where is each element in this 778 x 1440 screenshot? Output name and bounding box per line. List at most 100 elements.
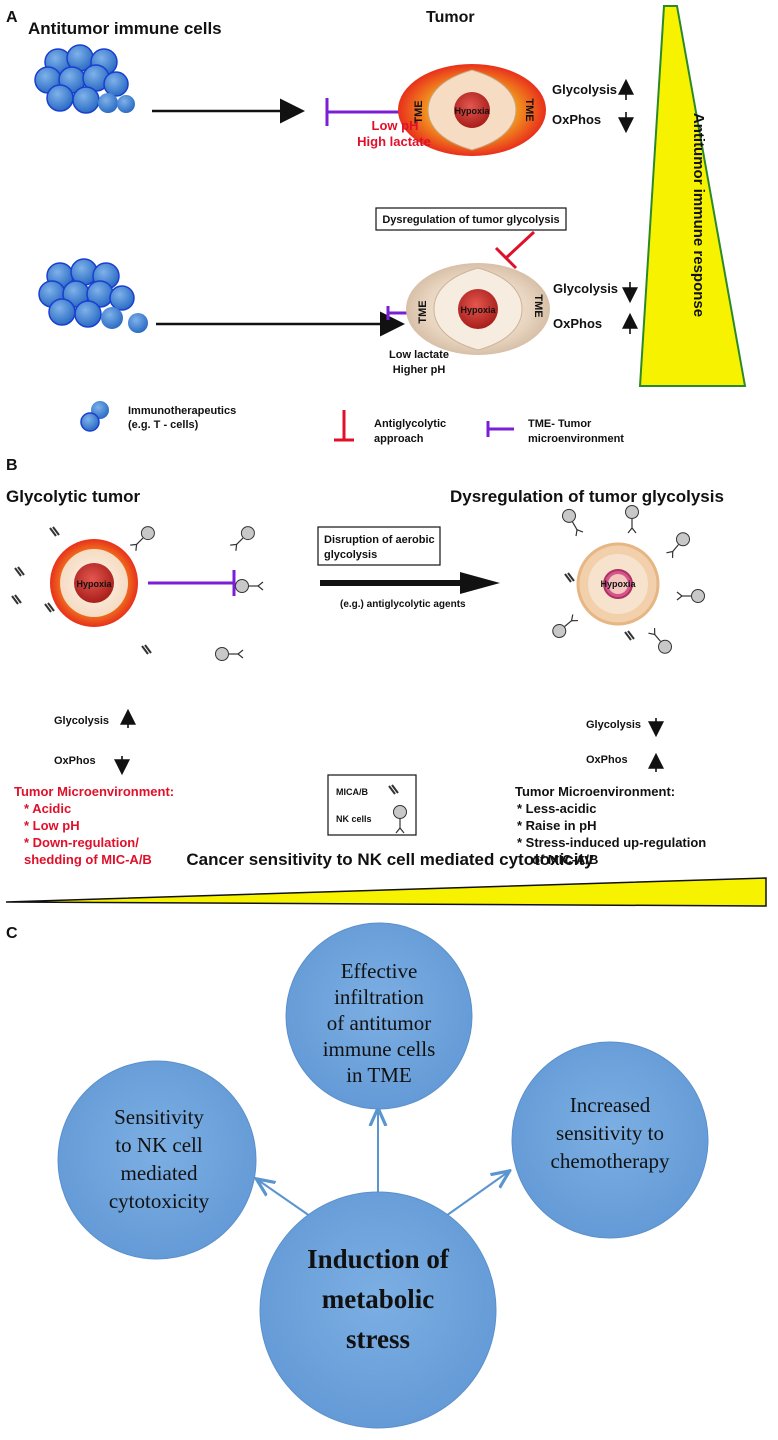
hypoxia-label-b-left: Hypoxia [76,579,112,589]
top-circle-line: immune cells [323,1037,436,1061]
left-tme-item: shedding of MIC-A/B [24,852,152,867]
dysregulation-box-label: Dysregulation of tumor glycolysis [382,214,559,226]
disruption-line1: Disruption of aerobic [324,534,435,546]
top-circle-line: infiltration [334,985,424,1009]
glycolysis-b-left: Glycolysis [54,715,109,727]
left-tme-item: * Acidic [24,801,71,816]
tme-inhibition-bottom [386,306,408,320]
antiglycolytic-agents-label: (e.g.) antiglycolytic agents [340,599,466,610]
right-tme-title: Tumor Microenvironment: [515,784,675,799]
left-circle-line: to NK cell [115,1133,203,1157]
high-lactate-label: High lactate [357,134,431,149]
immunotherapeutics-legend: Immunotherapeutics (e.g. T - cells) [80,401,236,432]
nk-cell [549,611,581,641]
hypoxia-label-b-right: Hypoxia [600,579,636,589]
disruption-line2: glycolysis [324,549,377,561]
disruption-arrow [320,572,500,594]
tme-label-right: TME [523,98,535,121]
sensitivity-wedge [5,877,767,907]
center-circle-line: stress [346,1324,410,1354]
right-circle-line: Increased [570,1093,651,1117]
dysregulation-box [375,207,567,231]
nk-cell [663,529,693,561]
nk-cell [227,523,258,554]
antiglycolytic-inhibitor [494,230,536,270]
left-tme-title: Tumor Microenvironment: [14,784,174,799]
immune-cell-cluster-bottom [38,258,148,333]
center-circle-line: Induction of [307,1244,450,1274]
low-ph-label: Low pH [372,118,419,133]
right-circle-line: sensitivity to [556,1121,664,1145]
panel-a: A Antitumor immune cells Tumor [6,5,747,445]
nk-cell [127,523,158,554]
disruption-box [317,526,441,566]
panel-c: C Effective infiltration of antitumor im… [6,922,709,1429]
antiglycolytic-legend: Antiglycolytic approach [334,410,446,445]
antigly-legend-line2: approach [374,433,424,445]
sensitivity-title: Cancer sensitivity to NK cell mediated c… [186,850,594,869]
panel-b-letter: B [6,457,18,474]
panel-c-letter: C [6,925,18,942]
nk-cell [624,504,640,534]
left-tme-item: * Low pH [24,818,80,833]
glycolysis-bottom: Glycolysis [553,281,618,296]
top-circle-line: of antitumor [327,1011,431,1035]
oxphos-b-left: OxPhos [54,755,96,767]
tumor-bottom: Hypoxia TME TME [406,263,550,355]
glycolysis-top: Glycolysis [552,82,617,97]
center-circle: Induction of metabolic stress [259,1191,497,1429]
nk-legend-label: NK cells [336,814,372,824]
left-circle-line: Sensitivity [114,1105,204,1129]
nk-cell [234,578,264,594]
left-circle: Sensitivity to NK cell mediated cytotoxi… [57,1060,257,1260]
glycolysis-b-right: Glycolysis [586,719,641,731]
oxphos-top: OxPhos [552,112,601,127]
center-circle-line: metabolic [322,1284,434,1314]
glycolytic-tumor: Hypoxia [11,523,264,662]
antitumor-response-label: Antitumor immune response [690,113,707,317]
higher-ph-label: Higher pH [393,364,446,376]
antigly-legend-line1: Antiglycolytic [374,418,446,430]
right-tme-item: * Raise in pH [517,818,596,833]
oxphos-b-right: OxPhos [586,754,628,766]
antitumor-response-wedge: Antitumor immune response [638,5,747,387]
top-circle-line: in TME [346,1063,412,1087]
mica-legend-label: MICA/B [336,787,368,797]
tme-inhibition-b [148,570,236,596]
tme-legend-line2: microenvironment [528,433,624,445]
hypoxia-label-bottom: Hypoxia [460,305,496,315]
left-circle-line: mediated [121,1161,198,1185]
low-lactate-label: Low lactate [389,349,449,361]
dysregulated-tumor: Hypoxia [549,504,706,657]
immune-cells-title: Antitumor immune cells [28,19,222,38]
nk-cell [214,646,244,662]
right-tme-item: of MIC-A/B [532,852,598,867]
tme-legend-line1: TME- Tumor [528,418,592,430]
right-tme-item: * Stress-induced up-regulation [517,835,706,850]
hypoxia-label: Hypoxia [454,106,490,116]
left-circle-line: cytotoxicity [109,1189,210,1213]
tumor-title: Tumor [426,9,475,26]
immune-cell-cluster-top [34,44,135,114]
top-circle: Effective infiltration of antitumor immu… [285,922,473,1110]
nk-cell [676,588,706,604]
tumor-top: Hypoxia TME TME [398,64,546,156]
top-circle-line: Effective [341,959,418,983]
panel-a-letter: A [6,9,18,26]
tme-label-left: TME [413,100,425,123]
panel-b: B Glycolytic tumor Dysregulation of tumo… [5,457,767,907]
immuno-legend-line2: (e.g. T - cells) [128,419,199,431]
immuno-legend-line1: Immunotherapeutics [128,405,236,417]
right-circle-line: chemotherapy [551,1149,670,1173]
nk-legend-box: MICA/B NK cells [327,774,417,836]
right-circle: Increased sensitivity to chemotherapy [511,1041,709,1239]
right-tme-item: * Less-acidic [517,801,597,816]
glycolytic-tumor-title: Glycolytic tumor [6,487,141,506]
tme-inhibition-top [325,98,402,126]
dysregulation-title: Dysregulation of tumor glycolysis [450,487,724,506]
tme-legend: TME- Tumor microenvironment [486,418,624,445]
tme-label-bottom-right: TME [532,294,544,317]
tme-label-bottom-left: TME [417,300,429,323]
left-tme-item: * Down-regulation/ [24,835,139,850]
